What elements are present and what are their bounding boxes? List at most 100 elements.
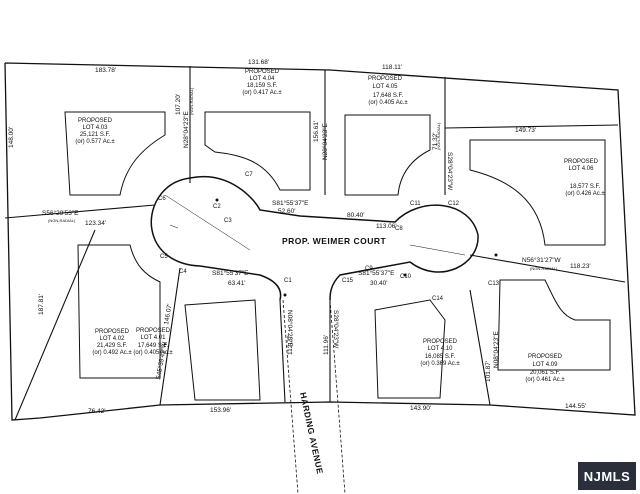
bearing-labels: S56°29'53"E S81°55'37"E S81°55'37"E S81°… bbox=[42, 110, 562, 380]
svg-text:71.32': 71.32' bbox=[432, 132, 439, 150]
lot-4-03-label: PROPOSED LOT 4.03 25,121 S.F. (or) 0.577… bbox=[75, 118, 115, 145]
svg-text:18,159 S.F.: 18,159 S.F. bbox=[247, 83, 278, 89]
svg-text:(NON-RADIAL): (NON-RADIAL) bbox=[436, 122, 441, 150]
svg-text:C12: C12 bbox=[448, 201, 460, 207]
avenue-lines bbox=[282, 299, 346, 494]
svg-text:52.60': 52.60' bbox=[278, 208, 296, 215]
lot-4-10-label: PROPOSED LOT 4.10 16,085 S.F. (or) 0.369… bbox=[420, 339, 460, 367]
svg-text:143.90': 143.90' bbox=[410, 405, 431, 412]
lot-labels: PROPOSED LOT 4.03 25,121 S.F. (or) 0.577… bbox=[75, 69, 605, 383]
svg-text:C13: C13 bbox=[488, 281, 500, 287]
svg-text:PROPOSED: PROPOSED bbox=[78, 118, 113, 124]
svg-text:(or) 0.405 Ac.±: (or) 0.405 Ac.± bbox=[133, 350, 173, 356]
svg-text:183.78': 183.78' bbox=[95, 67, 116, 74]
svg-text:PROPOSED: PROPOSED bbox=[95, 329, 130, 335]
svg-text:30.40': 30.40' bbox=[370, 280, 388, 287]
svg-text:C7: C7 bbox=[245, 172, 253, 178]
svg-text:C4: C4 bbox=[179, 269, 187, 275]
svg-text:76.42': 76.42' bbox=[88, 408, 106, 415]
svg-text:LOT 4.02: LOT 4.02 bbox=[100, 336, 126, 342]
lot-4-09-label: PROPOSED LOT 4.09 20,061 S.F. (or) 0.461… bbox=[525, 354, 565, 383]
svg-text:C14: C14 bbox=[432, 296, 444, 302]
svg-text:C8: C8 bbox=[395, 226, 403, 232]
watermark-logo: NJMLS bbox=[578, 462, 636, 490]
svg-text:LOT 4.05: LOT 4.05 bbox=[373, 84, 399, 90]
hatch-marks bbox=[164, 194, 466, 256]
curve-labels: C1 C2 C3 C4 C5 C6 C7 C8 C9 C10 C11 C12 C… bbox=[158, 172, 500, 302]
lot-lines bbox=[4, 66, 626, 421]
svg-text:(NON-RADIAL): (NON-RADIAL) bbox=[48, 218, 76, 223]
svg-text:(or) 0.492 Ac.±: (or) 0.492 Ac.± bbox=[92, 350, 132, 356]
svg-text:80.40': 80.40' bbox=[347, 212, 365, 219]
svg-text:(or) 0.461 Ac.±: (or) 0.461 Ac.± bbox=[525, 377, 565, 383]
lot-4-06-label: PROPOSED LOT 4.06 18,577 S.F. (or) 0.426… bbox=[564, 159, 605, 197]
svg-text:C10: C10 bbox=[400, 274, 412, 280]
svg-text:17,648 S.F.: 17,648 S.F. bbox=[373, 93, 404, 99]
court-name-label: PROP. WEIMER COURT bbox=[282, 236, 387, 246]
svg-text:131.68': 131.68' bbox=[248, 59, 269, 66]
svg-text:S28°04'23"W: S28°04'23"W bbox=[332, 310, 340, 349]
svg-text:N08°04'23"E: N08°04'23"E bbox=[492, 330, 500, 368]
svg-text:107.20': 107.20' bbox=[175, 94, 182, 115]
lot-4-01-label: PROPOSED LOT 4.01 17,649 S.F. (or) 0.405… bbox=[133, 328, 173, 356]
road-outline bbox=[150, 175, 479, 301]
svg-text:C15: C15 bbox=[342, 278, 354, 284]
svg-text:(NON-RADIAL): (NON-RADIAL) bbox=[189, 87, 194, 115]
svg-text:S81°55'37"E: S81°55'37"E bbox=[358, 269, 395, 277]
svg-text:113.06': 113.06' bbox=[376, 223, 397, 230]
svg-text:PROPOSED: PROPOSED bbox=[368, 76, 403, 82]
svg-text:(or) 0.417 Ac.±: (or) 0.417 Ac.± bbox=[242, 90, 282, 96]
svg-text:C3: C3 bbox=[224, 218, 232, 224]
lot-4-04-label: PROPOSED LOT 4.04 18,159 S.F. (or) 0.417… bbox=[242, 69, 282, 96]
svg-text:PROPOSED: PROPOSED bbox=[423, 339, 458, 345]
svg-text:PROPOSED: PROPOSED bbox=[136, 328, 171, 334]
svg-text:187.81': 187.81' bbox=[38, 294, 45, 315]
building-envelopes bbox=[64, 111, 611, 401]
svg-text:118.11': 118.11' bbox=[382, 64, 402, 71]
svg-text:LOT 4.10: LOT 4.10 bbox=[428, 346, 454, 352]
svg-text:(or) 0.426 Ac.±: (or) 0.426 Ac.± bbox=[565, 191, 605, 197]
svg-text:18,577 S.F.: 18,577 S.F. bbox=[570, 184, 601, 190]
svg-text:16,085 S.F.: 16,085 S.F. bbox=[425, 354, 456, 360]
svg-text:111.96': 111.96' bbox=[323, 335, 330, 355]
svg-text:112.77': 112.77' bbox=[287, 334, 294, 355]
svg-text:123.34': 123.34' bbox=[85, 220, 106, 227]
svg-text:C1: C1 bbox=[284, 278, 292, 284]
svg-text:101.87': 101.87' bbox=[485, 361, 492, 382]
non-radial-notes: (NON-RADIAL) (NON-RADIAL) (NON-RADIAL) (… bbox=[48, 87, 558, 271]
svg-text:148.00': 148.00' bbox=[8, 127, 15, 148]
svg-text:144.55': 144.55' bbox=[565, 403, 586, 410]
svg-text:LOT 4.04: LOT 4.04 bbox=[250, 76, 276, 82]
svg-text:N56°31'27"W: N56°31'27"W bbox=[522, 256, 562, 264]
survey-markers bbox=[215, 198, 498, 297]
svg-text:(or) 0.405 Ac.±: (or) 0.405 Ac.± bbox=[368, 100, 408, 106]
svg-text:153.96': 153.96' bbox=[210, 407, 231, 414]
svg-text:63.41': 63.41' bbox=[228, 280, 246, 287]
svg-text:(or) 0.577 Ac.±: (or) 0.577 Ac.± bbox=[75, 139, 115, 145]
svg-text:17,649 S.F.: 17,649 S.F. bbox=[138, 343, 169, 349]
svg-text:S56°29'53"E: S56°29'53"E bbox=[42, 209, 79, 217]
svg-text:C6: C6 bbox=[158, 196, 166, 202]
lot-4-02-label: PROPOSED LOT 4.02 21,429 S.F. (or) 0.492… bbox=[92, 329, 132, 356]
svg-text:C5: C5 bbox=[160, 254, 168, 260]
svg-text:25,121 S.F.: 25,121 S.F. bbox=[80, 132, 111, 138]
avenue-name-label: HARDING AVENUE bbox=[298, 391, 325, 475]
svg-text:C2: C2 bbox=[213, 204, 221, 210]
lot-4-05-label: PROPOSED LOT 4.05 17,648 S.F. (or) 0.405… bbox=[368, 76, 408, 106]
svg-text:PROPOSED: PROPOSED bbox=[245, 69, 280, 75]
svg-text:156.61': 156.61' bbox=[313, 121, 320, 142]
svg-text:21,429 S.F.: 21,429 S.F. bbox=[97, 343, 128, 349]
outer-boundary-line bbox=[4, 62, 636, 421]
svg-text:S28°04'23"W: S28°04'23"W bbox=[446, 152, 454, 191]
svg-text:LOT 4.09: LOT 4.09 bbox=[533, 362, 559, 368]
svg-text:C9: C9 bbox=[365, 266, 373, 272]
svg-text:S81°55'37"E: S81°55'37"E bbox=[212, 269, 249, 277]
svg-text:C11: C11 bbox=[410, 201, 421, 207]
watermark-text: NJMLS bbox=[583, 468, 631, 484]
svg-text:146.07': 146.07' bbox=[163, 303, 174, 325]
svg-text:LOT 4.06: LOT 4.06 bbox=[569, 166, 595, 172]
svg-text:PROPOSED: PROPOSED bbox=[528, 354, 563, 360]
svg-text:(NON-RADIAL): (NON-RADIAL) bbox=[530, 266, 558, 271]
svg-text:118.23': 118.23' bbox=[570, 263, 591, 270]
